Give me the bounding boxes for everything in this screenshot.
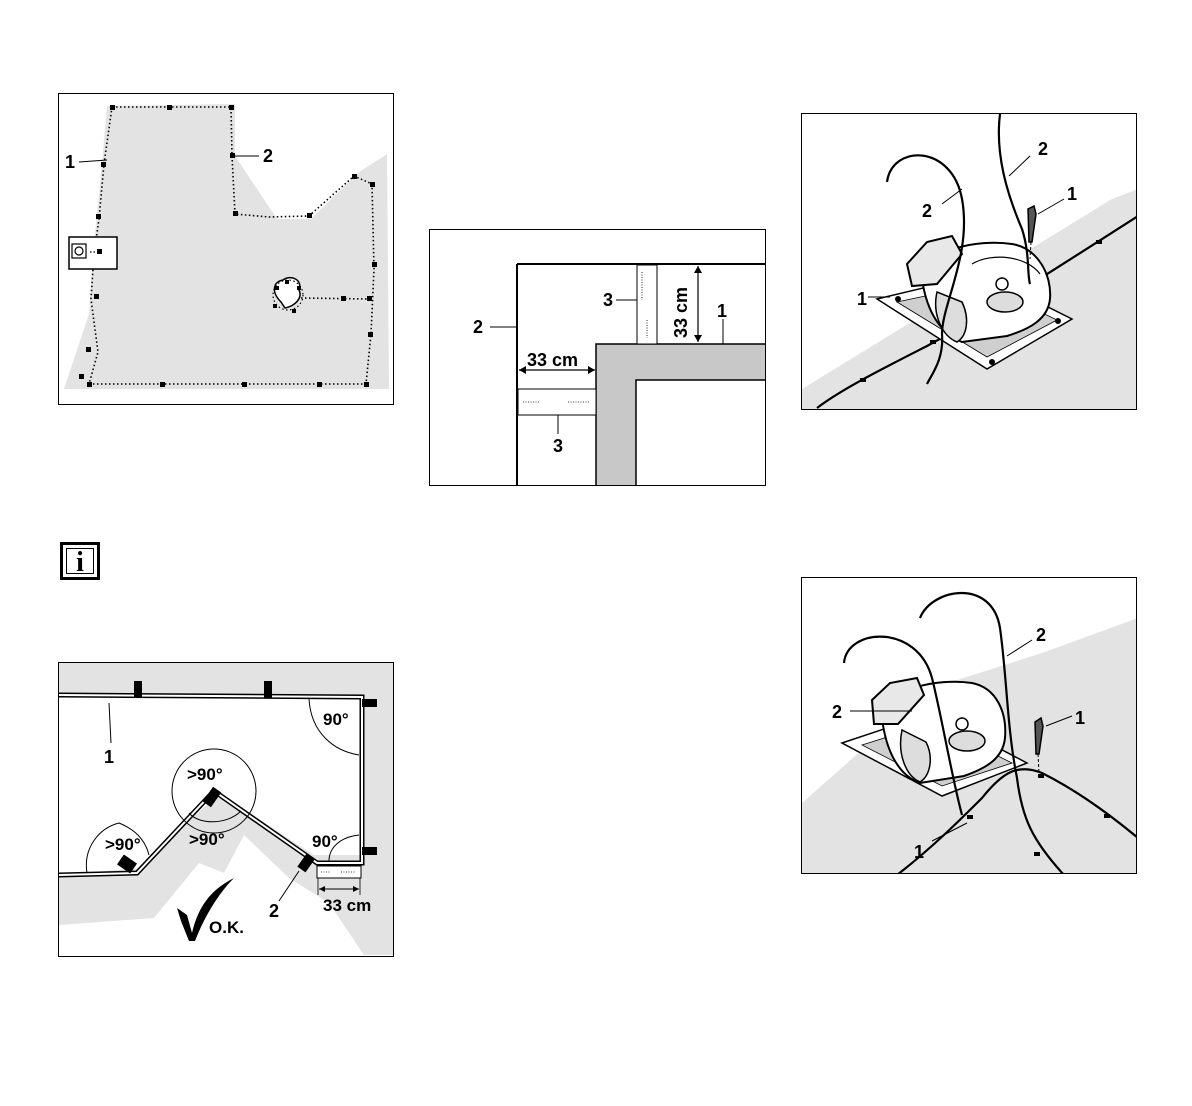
label-gauge-bottom: 3 [553,436,563,456]
docking-station-icon [69,237,117,269]
dimension-label-horizontal: 33 cm [527,350,578,370]
label-edge: 2 [473,317,483,337]
label-gauge-top: 3 [603,290,613,310]
label-peg: 1 [1075,708,1085,728]
label-wire-2-top: 2 [1038,139,1048,159]
label-wire: 1 [104,747,114,767]
angle-label-left: >90° [105,835,141,854]
figure-docking-wires-b: 2 2 1 1 [801,577,1137,874]
figure-corner-spacing: 33 cm 33 cm 1 2 3 3 [429,229,766,486]
angle-label-top-right: 90° [323,710,349,729]
info-glyph: i [67,549,93,577]
boundary-wire-band [596,344,766,486]
angle-label-peak-outer: >90° [187,765,223,784]
label-wire: 1 [717,301,727,321]
ok-label: O.K. [209,918,244,937]
label-wire-2-left: 2 [922,201,932,221]
label-boundary-wire: 1 [65,152,75,172]
dimension-label-vertical: 33 cm [671,287,691,338]
info-icon: i [60,542,100,580]
spacer-gauge-top [637,265,657,344]
label-peg: 1 [1067,184,1077,204]
dimension-label: 33 cm [323,896,371,915]
label-docking: 1 [857,289,867,309]
angle-label-peak-inner: >90° [189,830,225,849]
label-ground-wire: 1 [914,842,924,862]
figure-boundary-plan: 1 2 [58,93,394,405]
figure-wire-angles: 33 cm 90° 90° >90° >90° >90° 1 2 O.K. [58,662,394,957]
spacer-gauge-left [518,389,596,415]
angle-label-bottom-right: 90° [312,832,338,851]
figure-docking-wires-a: 2 2 1 1 [801,113,1137,410]
label-wire-2-left: 2 [832,702,842,722]
label-wire-2-right: 2 [1036,625,1046,645]
label-peg: 2 [269,901,279,921]
label-peg: 2 [263,146,273,166]
spacer-gauge [317,866,361,878]
